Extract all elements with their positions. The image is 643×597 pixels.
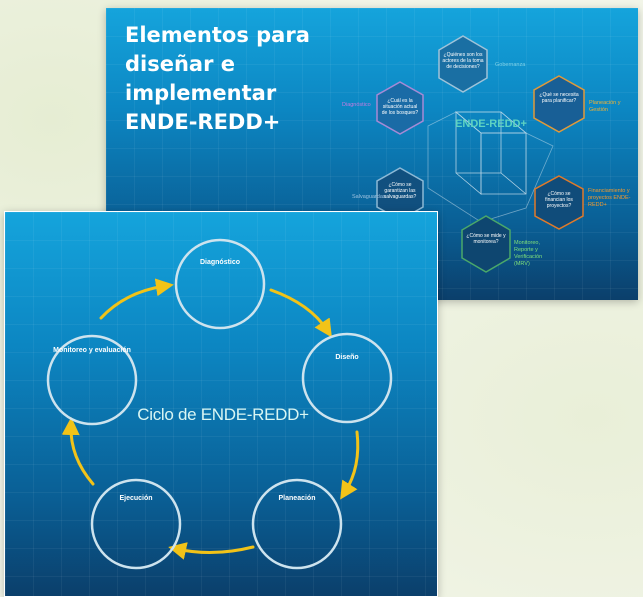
arrow-ejecucion-monitoreo xyxy=(61,417,95,486)
title-line: diseñar e xyxy=(125,52,236,76)
node-monitoreo xyxy=(46,334,138,426)
label-salvaguardas[interactable]: Salvaguardas xyxy=(352,194,386,200)
cycle-diagram xyxy=(46,238,393,570)
cycle-title: Ciclo de ENDE-REDD+ xyxy=(137,405,309,424)
center-label: ENDE-REDD+ xyxy=(455,118,527,130)
label-monitoreo[interactable]: Monitoreo, Reporte y Verificación (MRV) xyxy=(514,240,543,267)
node-diseno xyxy=(301,332,393,424)
title-line: implementar xyxy=(125,81,277,105)
node-ejecucion-label[interactable]: Ejecución xyxy=(119,495,153,502)
arrow-planeacion-ejecucion xyxy=(168,542,255,560)
cube-shape xyxy=(427,111,554,223)
slide-ciclo[interactable]: Diagnóstico Diseño Planeación Ejecución … xyxy=(4,211,438,597)
hexagon-right-text: ¿Qué se necesita para planificar? xyxy=(539,92,579,104)
hexagon-top-text: ¿Quiénes son los actores de la toma de d… xyxy=(442,52,484,70)
hexagon-lower-right-text: ¿Cómo se financian los proyectos? xyxy=(545,191,573,209)
hexagon-right[interactable] xyxy=(533,75,585,133)
arrow-diseno-planeacion xyxy=(340,430,360,500)
hexagon-lower-left-text: ¿Cómo se garantizan las salvaguardas? xyxy=(383,182,417,200)
arrow-diagnostico-diseno xyxy=(269,288,332,338)
label-planeacion-gestion[interactable]: Planeación y Gestión xyxy=(589,100,621,113)
node-diagnostico-label[interactable]: Diagnóstico xyxy=(199,259,241,266)
hexagon-left[interactable] xyxy=(376,81,424,135)
node-diseno-label[interactable]: Diseño xyxy=(335,354,359,361)
arrow-monitoreo-diagnostico xyxy=(99,278,174,320)
node-ejecucion xyxy=(90,478,182,570)
hexagon-left-text: ¿Cuál es la situación actual de los bosq… xyxy=(381,98,419,116)
node-diagnostico xyxy=(174,238,266,330)
hexagon-bottom[interactable] xyxy=(461,215,511,273)
label-financiamiento[interactable]: Financiamiento y proyectos ENDE-REDD+ xyxy=(588,188,631,208)
title-line: ENDE-REDD+ xyxy=(125,110,281,134)
node-monitoreo-label[interactable]: Monitoreo y evaluación xyxy=(53,347,131,354)
node-planeacion-label[interactable]: Planeación xyxy=(278,495,316,502)
node-planeacion xyxy=(251,478,343,570)
label-diagnostico[interactable]: Diagnóstico xyxy=(342,102,371,108)
label-gobernanza[interactable]: Gobernanza xyxy=(495,62,526,68)
title-line: Elementos para xyxy=(125,23,310,47)
hexagon-lower-right[interactable] xyxy=(534,175,584,230)
hexagon-bottom-text: ¿Cómo se mide y monitorea? xyxy=(466,233,506,245)
diagram-shapes xyxy=(376,35,585,273)
slide-title: Elementos para diseñar e implementar END… xyxy=(125,21,335,137)
hexagon-top[interactable] xyxy=(438,35,488,93)
